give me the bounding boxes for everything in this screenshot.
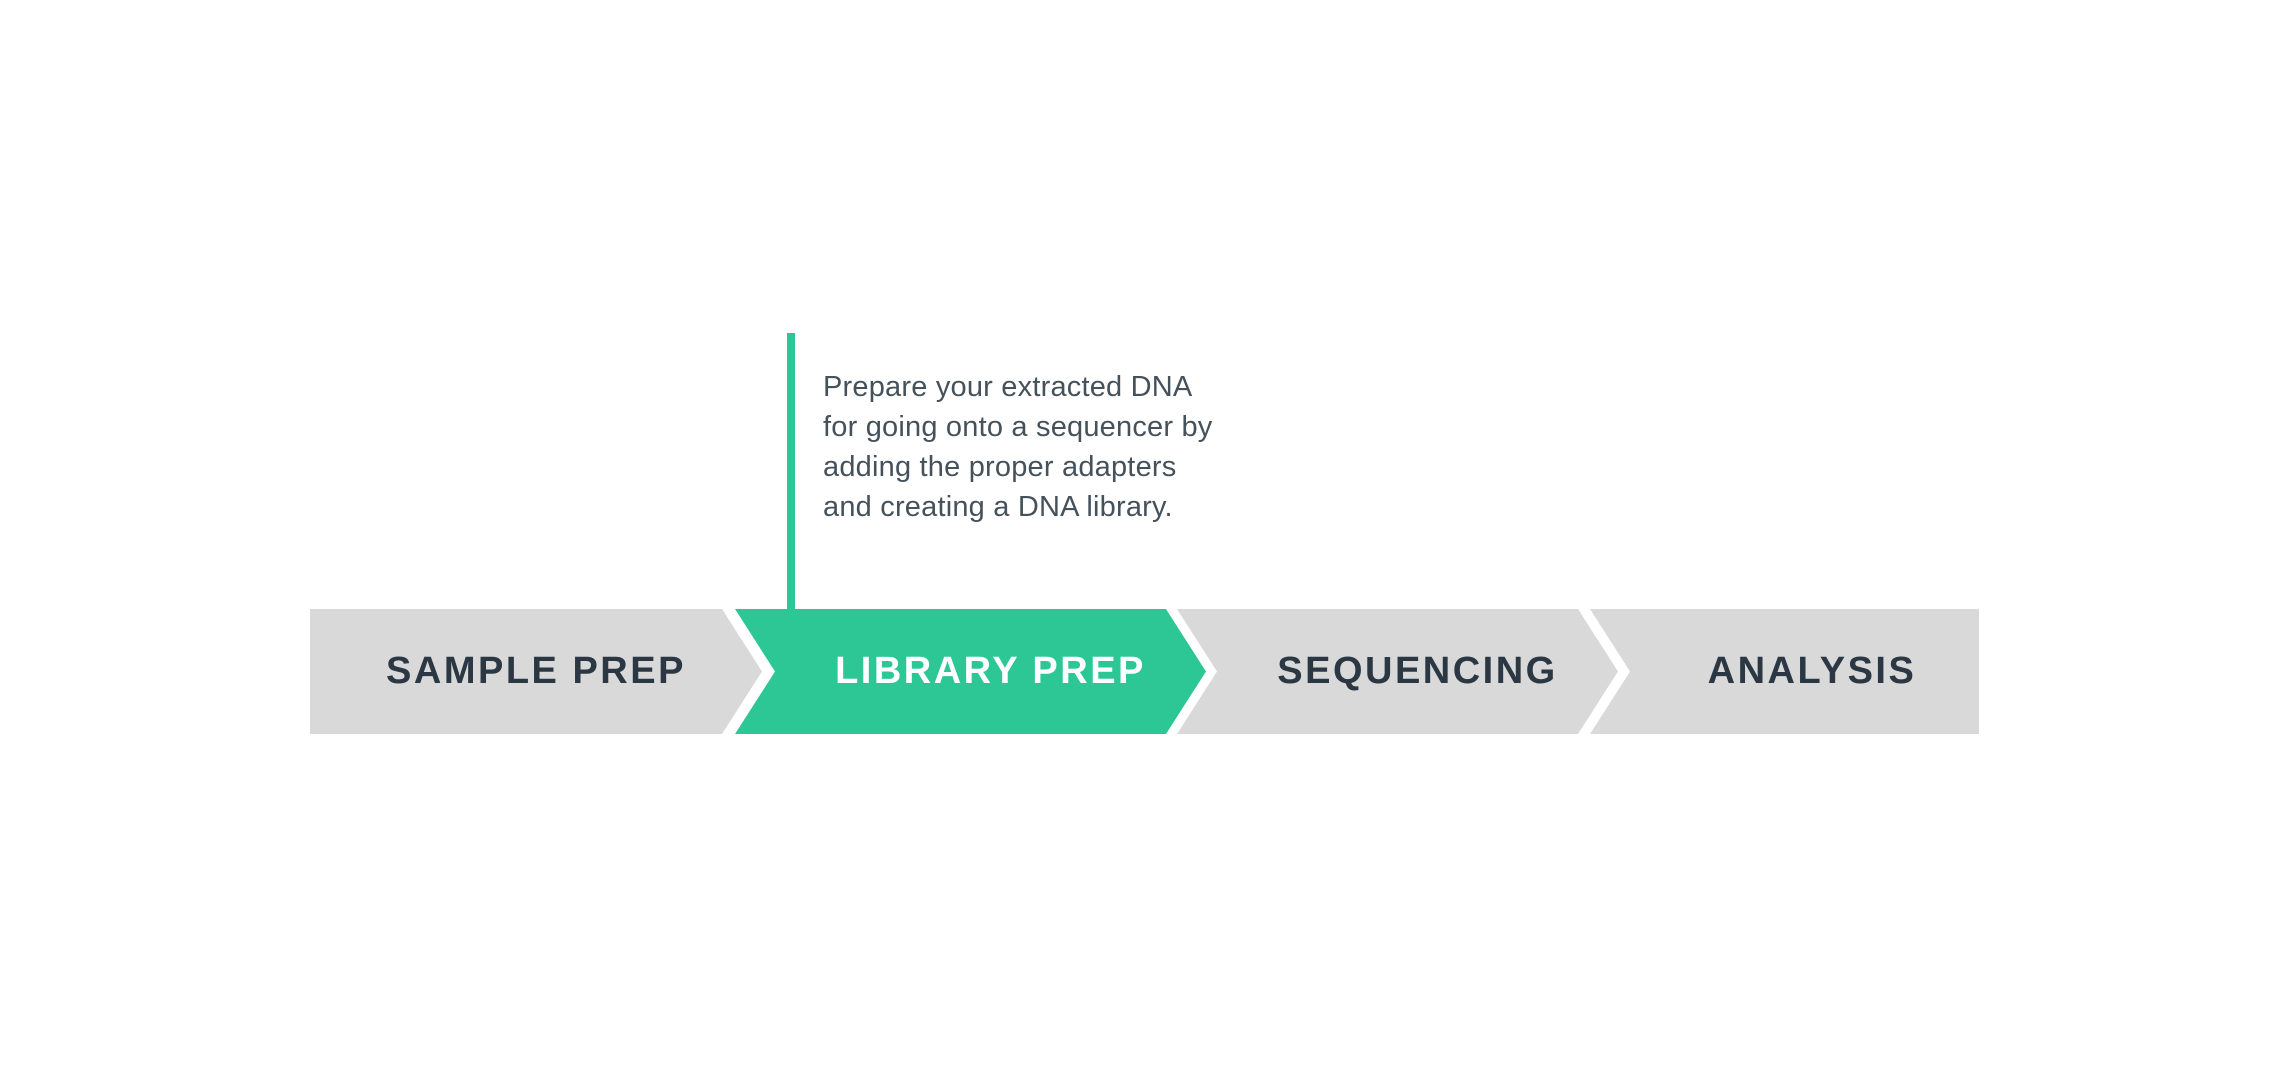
callout-connector-line (787, 333, 795, 609)
callout-text-line: for going onto a sequencer by (823, 411, 1213, 443)
callout-text: Prepare your extracted DNA for going ont… (823, 367, 1213, 527)
step-sample-prep[interactable]: SAMPLE PREP (310, 609, 762, 734)
callout-text-line: and creating a DNA library. (823, 491, 1173, 523)
callout-text-line: Prepare your extracted DNA (823, 371, 1193, 403)
step-label: LIBRARY PREP (835, 650, 1146, 692)
step-analysis[interactable]: ANALYSIS (1590, 609, 1979, 734)
process-bar: SAMPLE PREP LIBRARY PREP SEQUENCING ANAL… (310, 609, 1979, 734)
step-label: SAMPLE PREP (386, 650, 686, 692)
step-label: SEQUENCING (1277, 650, 1558, 692)
step-sequencing[interactable]: SEQUENCING (1177, 609, 1618, 734)
callout-text-line: adding the proper adapters (823, 451, 1177, 483)
step-label: ANALYSIS (1707, 650, 1917, 692)
step-library-prep[interactable]: LIBRARY PREP (735, 609, 1206, 734)
